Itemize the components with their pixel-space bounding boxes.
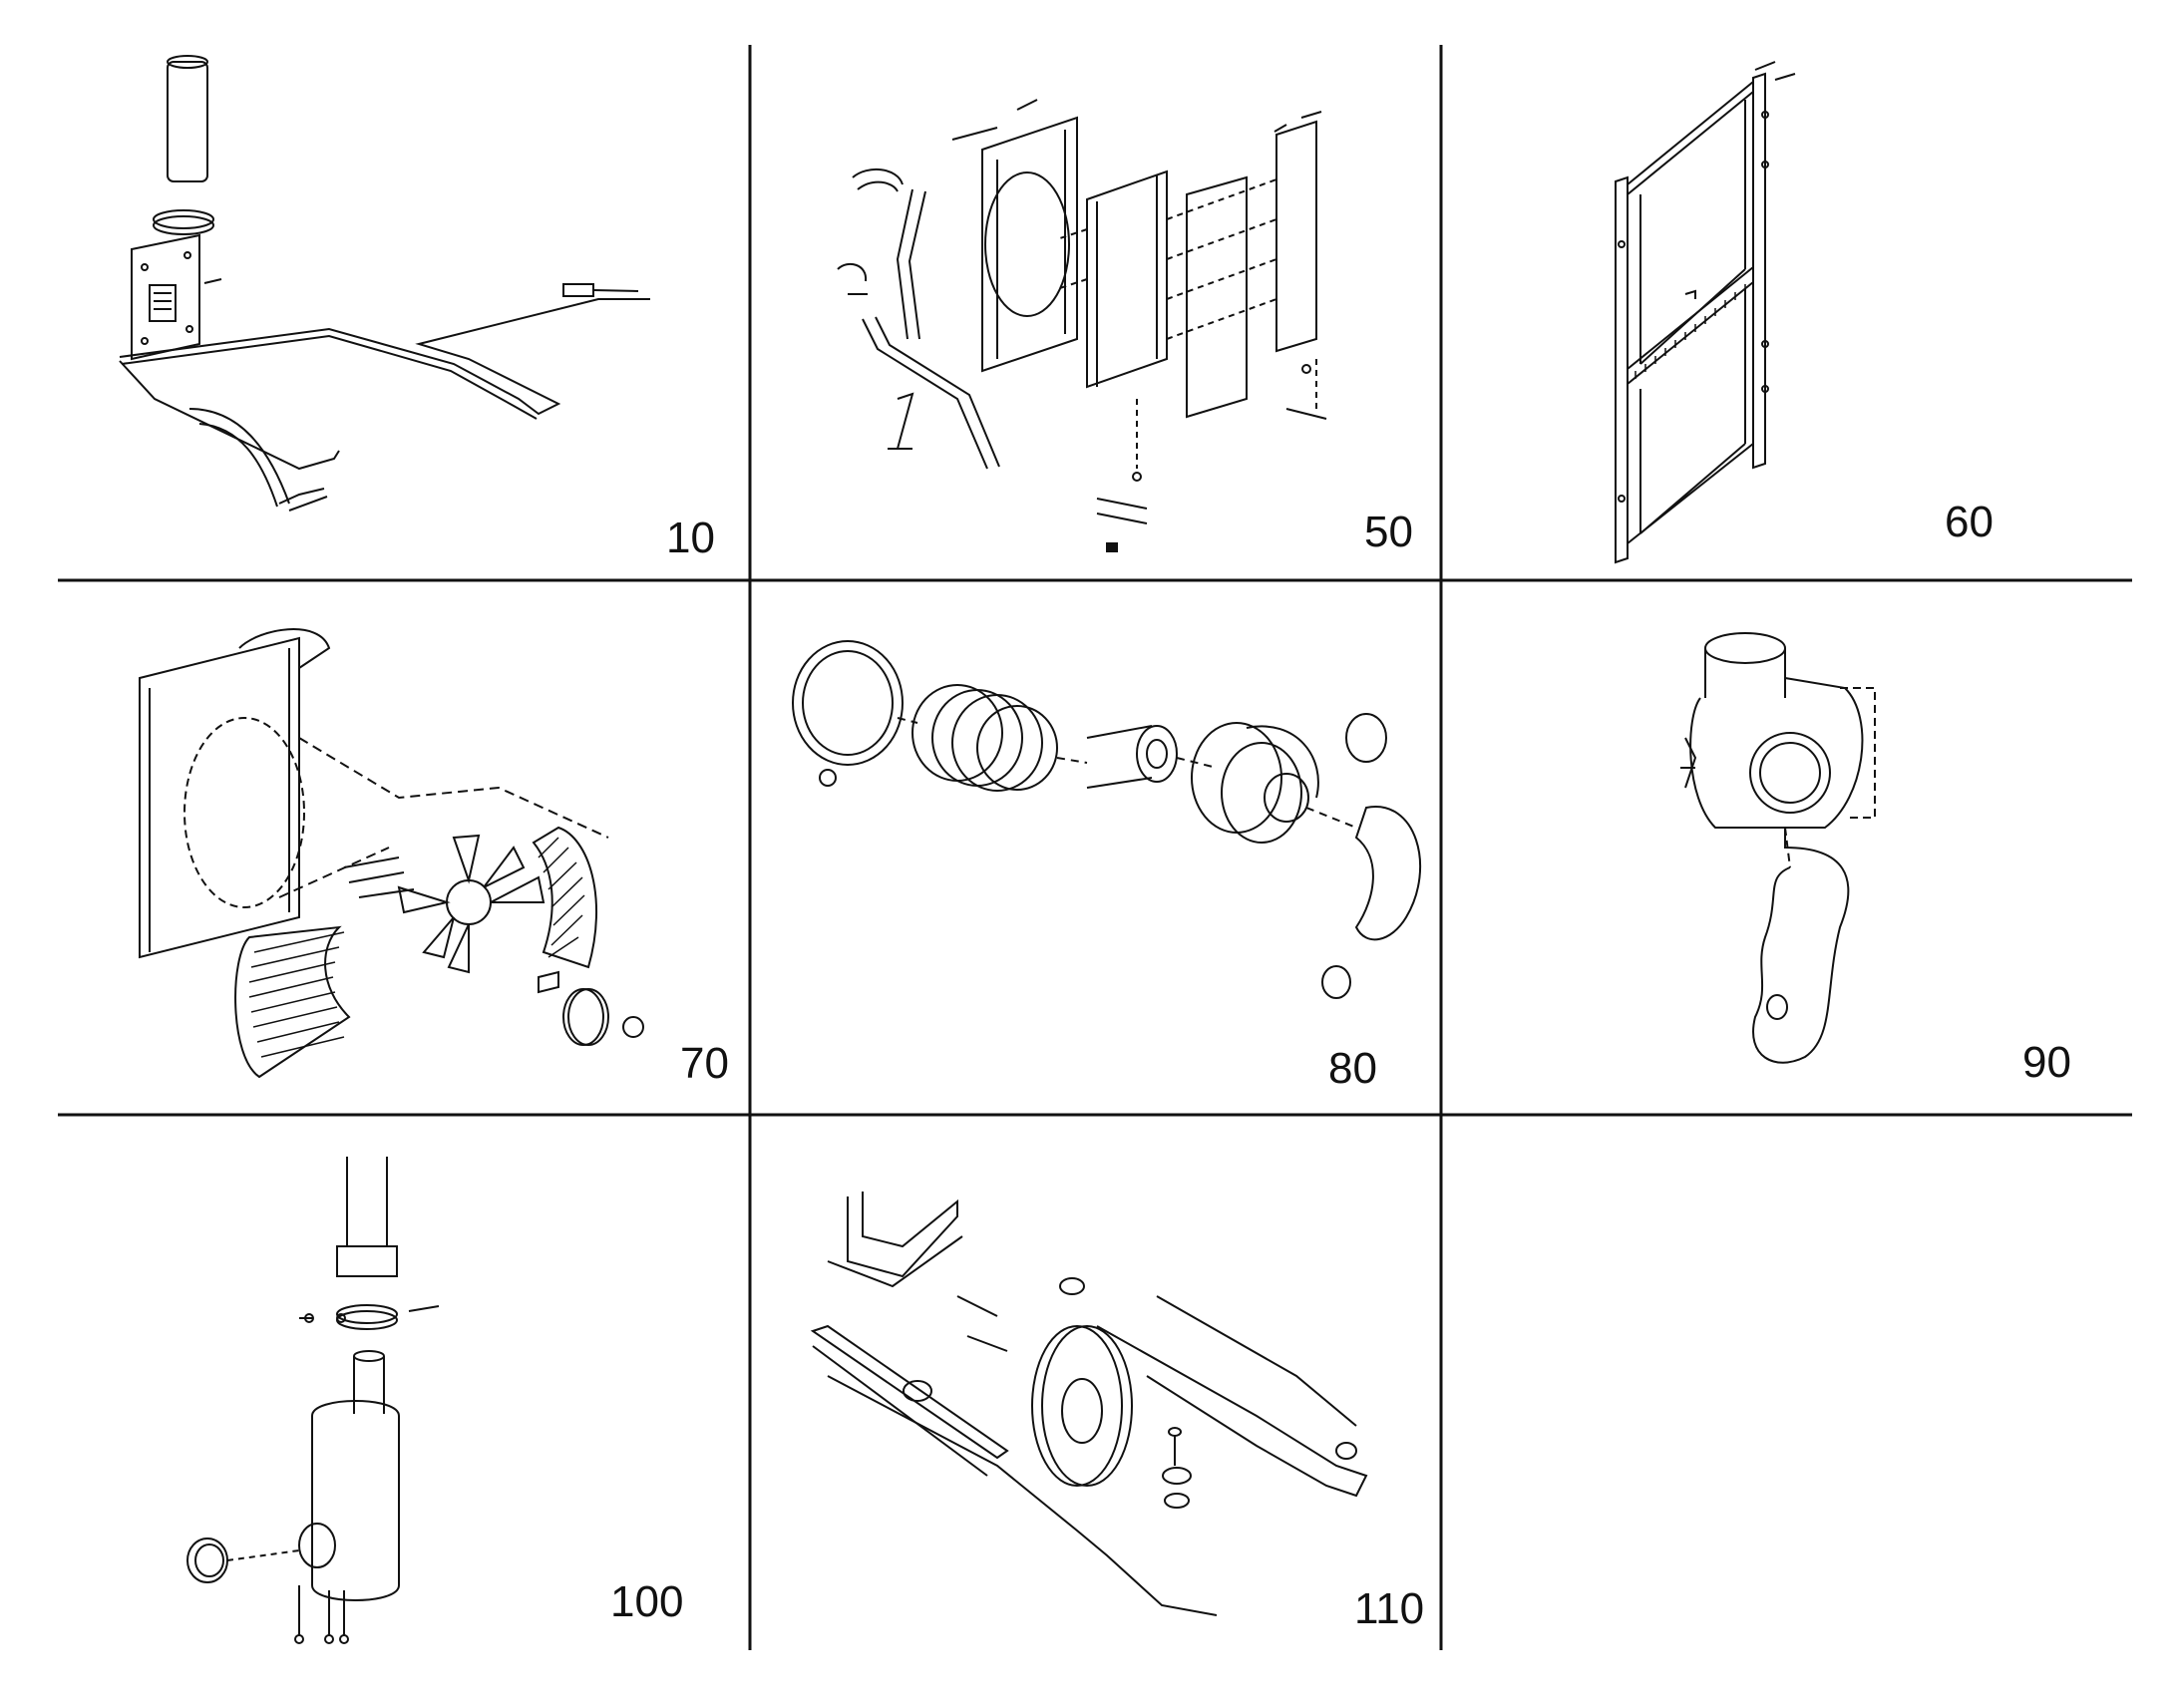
air-hose (1753, 828, 1848, 1063)
mount-right (1163, 1468, 1191, 1484)
panel-number-70: 70 (680, 1039, 729, 1088)
panel-number-90: 90 (2022, 1038, 2071, 1087)
radiator-plate (982, 118, 1077, 371)
bellows (912, 685, 1057, 791)
fan-guards-illustration (0, 0, 750, 1115)
panel-number-110: 110 (1354, 1584, 1425, 1633)
mounting-plate (132, 235, 199, 359)
engine-frame-illustration (0, 0, 1441, 1708)
left-rail (1616, 177, 1628, 562)
cleaner-body (1690, 678, 1862, 828)
radiator-frame-illustration (0, 0, 2180, 580)
mid-bar (1628, 267, 1753, 384)
right-frame-rail (1097, 1326, 1366, 1496)
panel-number-60: 60 (1945, 498, 1994, 546)
cooler-1 (1087, 171, 1167, 387)
radiator-core (140, 638, 299, 957)
radiator-coolers-illustration (0, 0, 1441, 580)
left-frame-rail (813, 1326, 1007, 1458)
pipe-clamp (337, 1305, 397, 1323)
mount-left (904, 1381, 931, 1401)
air-cleaner-illustration (0, 0, 2180, 1115)
lower-screen (1628, 289, 1753, 543)
fuel-filter-illustration (0, 0, 750, 580)
muffler-body (312, 1401, 399, 1600)
right-rail (1753, 74, 1765, 468)
upper-screen (1628, 82, 1753, 364)
panel-number-80: 80 (1328, 1044, 1377, 1093)
lower-hose (863, 317, 999, 469)
upper-bracket (848, 1192, 957, 1276)
fan-blades (399, 836, 544, 972)
outlet-port (1750, 733, 1830, 813)
cooler-2 (1187, 177, 1247, 417)
cooler-3 (1276, 122, 1316, 351)
inlet-top (1705, 633, 1785, 663)
right-fan-guard (534, 828, 596, 967)
panel-number-50: 50 (1364, 508, 1413, 556)
side-port (299, 1524, 335, 1567)
left-fan-guard (235, 927, 349, 1077)
clamp-band (154, 210, 213, 228)
panel-number-100: 100 (610, 1577, 684, 1626)
flywheel-housing (1032, 1326, 1122, 1486)
filter-canister (168, 62, 207, 181)
muffler-illustration (0, 0, 750, 1708)
panel-number-10: 10 (666, 513, 715, 562)
upper-hose (853, 170, 903, 191)
hose (189, 409, 289, 507)
clamp (1346, 714, 1386, 762)
bracket (1097, 409, 1326, 523)
fuel-line (120, 299, 650, 414)
intake-ring (793, 641, 903, 765)
exhaust-pipe (347, 1157, 387, 1246)
air-intake-illustration (0, 0, 1441, 1115)
top-tank (239, 629, 329, 668)
elbow-hose (1356, 807, 1420, 939)
intake-tube (1087, 726, 1152, 788)
